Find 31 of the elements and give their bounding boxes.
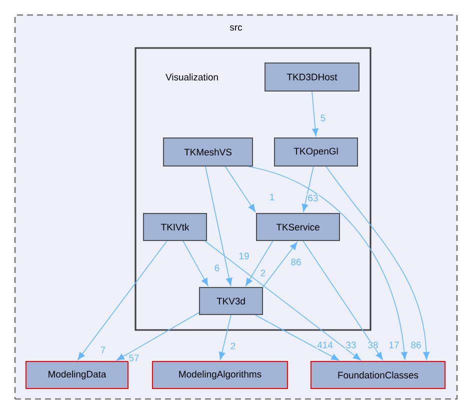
module-box: TKService [256, 213, 340, 241]
arrow [218, 314, 232, 360]
module-box: TKV3d [199, 287, 263, 315]
arrow [204, 240, 361, 360]
edge-label: 19 [238, 252, 250, 260]
module-box: FoundationClasses [310, 361, 446, 389]
module-box: TKIVtk [143, 213, 207, 241]
edge-label: 57 [128, 354, 140, 362]
edge-label: 86 [290, 258, 302, 266]
edge-label: 38 [367, 341, 379, 349]
module-box: ModelingAlgorithms [152, 361, 288, 389]
arrow [326, 166, 430, 360]
arrow [302, 166, 314, 212]
arrow [78, 240, 168, 360]
arrow [312, 91, 318, 136]
module-box: TKOpenGl [274, 138, 358, 166]
arrow [224, 166, 256, 212]
module-box: ModelingData [26, 361, 128, 389]
module-box: TKMeshVS [163, 138, 253, 166]
arrow [182, 240, 208, 286]
arrow [302, 240, 383, 360]
arrow [205, 166, 232, 286]
edge-label: 33 [345, 341, 357, 349]
arrow [262, 242, 298, 288]
module-box: TKD3DHost [264, 62, 360, 92]
arrow [254, 314, 340, 361]
arrow [247, 166, 408, 360]
edge-label: 63 [307, 194, 319, 202]
arrow [116, 312, 200, 361]
edge-label: 86 [410, 341, 422, 349]
arrow [246, 240, 274, 286]
